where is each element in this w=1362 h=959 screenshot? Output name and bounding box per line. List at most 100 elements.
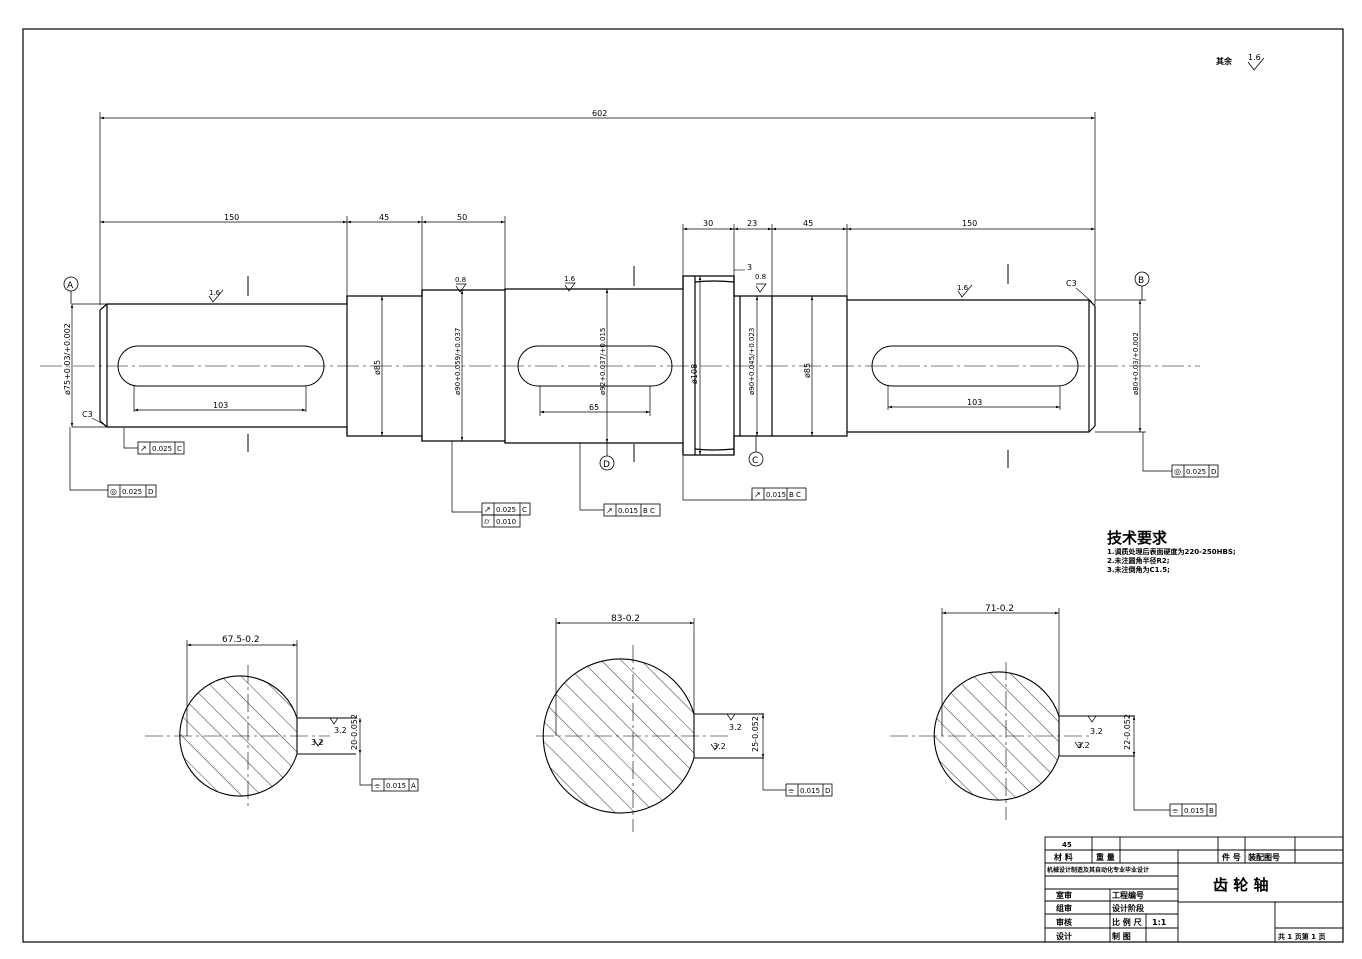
section1-tol-val: 0.015: [386, 782, 406, 790]
chamfer-left: C3: [82, 410, 93, 419]
section-cut-marks: [247, 264, 1009, 468]
svg-text:↗: ↗: [606, 506, 613, 515]
tb-role3: 审核: [1056, 917, 1072, 927]
dim-d-bearing-left: ø90+0.059/+0.037: [454, 328, 462, 395]
tolerance-frame-5: ↗ 0.015 B C: [751, 487, 807, 501]
tb-school: 机械设计制造及其自动化专业毕业设计: [1047, 866, 1149, 874]
tolerance-leaders: [69, 427, 1172, 513]
tb-material-value: 45: [1062, 841, 1072, 849]
roughness-2: 0.8: [455, 276, 466, 284]
tech-req-item-1: 1.调质处理后表面硬度为220-250HBS;: [1107, 548, 1236, 556]
tb-f1: 工程编号: [1112, 890, 1144, 900]
section2-tol-val: 0.015: [800, 787, 820, 795]
dim-d-collar: ø108: [690, 364, 699, 384]
svg-text:⌭: ⌭: [484, 517, 490, 526]
svg-text:0.025: 0.025: [152, 445, 172, 453]
dim-key3: 103: [967, 398, 982, 407]
tech-req-item-3: 3.未注倒角为C1.5;: [1107, 566, 1170, 574]
segment-dimensions: [100, 216, 1095, 416]
tb-role2: 组审: [1056, 903, 1072, 913]
roughness-5: 1.6: [957, 284, 969, 292]
svg-text:◎: ◎: [110, 487, 117, 496]
dim-d-85-left: ø85: [373, 360, 382, 375]
corner-note-value: 1.6: [1248, 53, 1261, 62]
shaft-outline: [99, 275, 1096, 456]
section1-width: 67.5-0.2: [222, 635, 260, 645]
dim-seg2: 45: [379, 213, 389, 222]
tolerance-frame-3: ↗ 0.025 C ⌭ 0.010: [481, 502, 531, 528]
section-view-1: [145, 640, 419, 808]
section3-rough1: 3.2: [1090, 727, 1103, 736]
datum-symbols: [63, 271, 1150, 471]
diameter-dimensions: [70, 276, 1146, 455]
tb-weight-label: 重 量: [1096, 852, 1115, 862]
tb-part-no-label: 件 号: [1222, 852, 1241, 862]
svg-text:B C: B C: [789, 491, 801, 499]
roughness-4: 0.8: [755, 273, 766, 281]
roughness-3: 1.6: [564, 275, 576, 283]
dim-overall: 602: [592, 109, 607, 118]
datum-b: B: [1138, 276, 1144, 286]
dim-d-left-end: ø75+0.03/+0.002: [63, 323, 72, 395]
tb-assembly-label: 装配图号: [1247, 852, 1280, 862]
dim-step: 3: [747, 263, 752, 272]
svg-text:↗: ↗: [754, 490, 761, 499]
datum-a: A: [67, 281, 74, 291]
datum-c: C: [752, 456, 758, 466]
dim-seg1: 150: [224, 213, 239, 222]
dim-seg6: 45: [803, 219, 813, 228]
svg-text:D: D: [1211, 468, 1216, 476]
title-block: [1044, 836, 1344, 943]
dim-seg5: 23: [747, 219, 757, 228]
tb-part-name: 齿 轮 轴: [1213, 876, 1268, 894]
section1-tol-ref: A: [411, 782, 416, 790]
chamfer-right: C3: [1066, 279, 1077, 288]
overall-dimension: [99, 112, 1096, 305]
section2-tol-ref: D: [825, 787, 830, 795]
tb-role1: 室审: [1056, 890, 1072, 900]
section1-tol-sym: ⌯: [374, 781, 381, 790]
drawing-frame: [22, 28, 1344, 943]
section1-rough1: 3.2: [334, 726, 347, 735]
roughness-symbol: [1247, 57, 1265, 71]
tb-role4: 设计: [1056, 931, 1072, 941]
section3-width: 71-0.2: [985, 604, 1014, 614]
dim-key1: 103: [213, 401, 228, 410]
keyways: [117, 345, 1079, 387]
section2-height: 25-0.052: [751, 716, 760, 752]
dim-d-bearing-right: ø90+0.045/+0.023: [748, 328, 756, 395]
svg-text:B C: B C: [643, 507, 655, 515]
svg-text:↗: ↗: [140, 444, 147, 453]
svg-text:0.015: 0.015: [618, 507, 638, 515]
tb-f3-value: 1:1: [1152, 918, 1167, 927]
tb-material-label: 材 料: [1054, 852, 1073, 862]
roughness-1: 1.6: [209, 289, 221, 297]
tb-sheets: 共 1 页第 1 页: [1278, 932, 1326, 941]
svg-text:◎: ◎: [1174, 467, 1181, 476]
tolerance-frame-2: ◎ 0.025 D: [107, 484, 157, 498]
svg-text:0.010: 0.010: [496, 518, 516, 526]
svg-text:C: C: [522, 506, 527, 514]
tolerance-frame-6: ◎ 0.025 D: [1171, 464, 1219, 478]
dim-seg7: 150: [962, 219, 977, 228]
section2-tol-sym: ⌯: [788, 786, 795, 795]
svg-text:0.025: 0.025: [122, 488, 142, 496]
dim-d-gear-seat: ø92+0.037/+0.015: [599, 328, 607, 395]
section3-height: 22-0.052: [1123, 714, 1132, 750]
svg-text:0.025: 0.025: [1186, 468, 1206, 476]
section-view-3: [890, 608, 1217, 820]
dim-seg3: 50: [457, 213, 467, 222]
dim-key2: 65: [589, 403, 599, 412]
corner-note-label: 其余: [1216, 56, 1233, 66]
tb-f3: 比 例 尺: [1112, 917, 1142, 927]
tolerance-frame-4: ↗ 0.015 B C: [603, 503, 661, 517]
svg-text:0.015: 0.015: [766, 491, 786, 499]
section3-tol-sym: ⌯: [1172, 806, 1179, 815]
section3-tol-ref: B: [1209, 807, 1214, 815]
section2-rough2: 3.2: [713, 742, 726, 751]
datum-d: D: [603, 460, 610, 470]
svg-text:↗: ↗: [484, 505, 491, 514]
svg-text:D: D: [148, 488, 153, 496]
dim-d-85-right: ø85: [803, 363, 812, 378]
